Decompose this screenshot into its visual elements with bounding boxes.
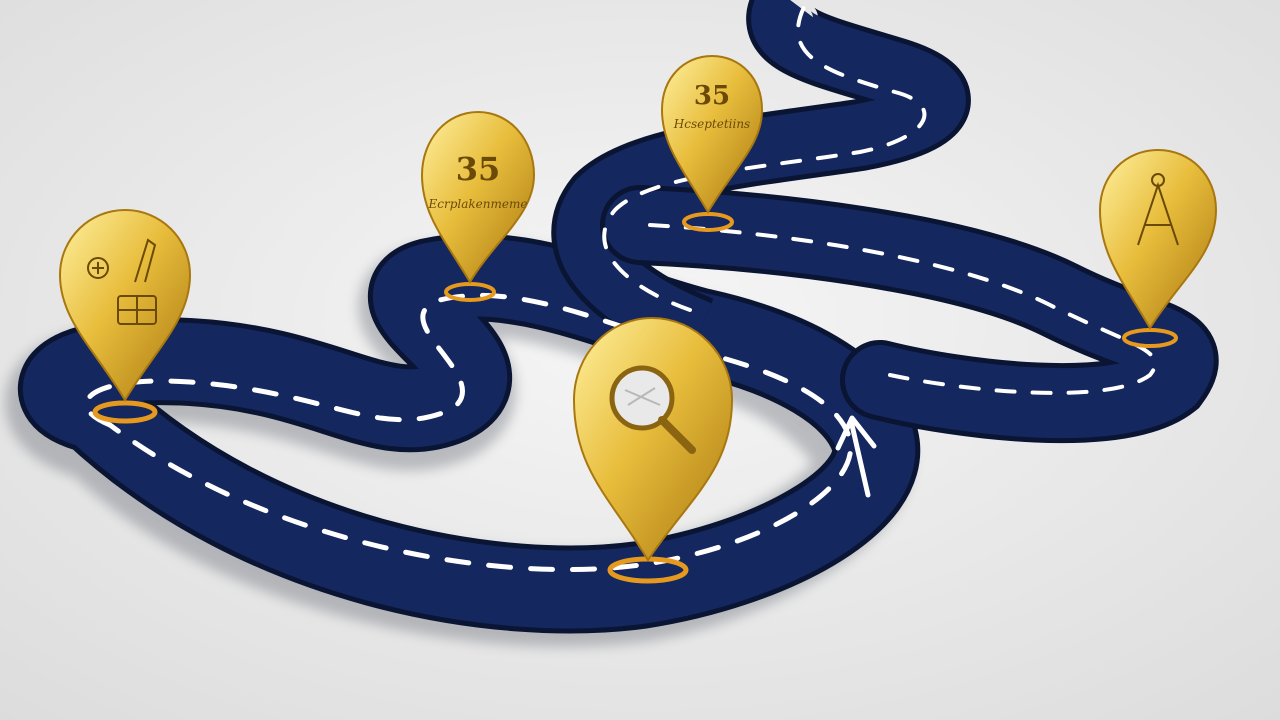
pin-body <box>58 208 192 402</box>
pin-ring <box>92 400 158 424</box>
pin-body <box>572 316 734 562</box>
pin-body <box>420 110 536 284</box>
lane-marking-right <box>648 223 1158 395</box>
pin-2[interactable]: 35 Ecrplakenmeme <box>420 110 536 302</box>
pin-4[interactable] <box>572 316 734 584</box>
pin-ring <box>444 282 496 302</box>
pin-body <box>1098 148 1218 330</box>
pin-ring <box>682 212 734 232</box>
road-upper-surface <box>556 0 966 361</box>
pin-5[interactable] <box>1098 148 1218 348</box>
lane-marking-upper <box>602 3 927 312</box>
winding-road <box>5 0 1219 647</box>
pin-caption: Hcseptetiins <box>673 117 750 131</box>
pin-ring <box>1122 328 1178 348</box>
road-right-surface <box>605 190 1214 439</box>
pin-number: 35 <box>456 150 501 188</box>
magnifier-icon <box>609 365 696 454</box>
arrow-up-icon <box>835 415 877 498</box>
pin-body <box>660 54 764 214</box>
pin-number: 35 <box>694 81 730 111</box>
tools-icon <box>87 238 157 325</box>
pin-caption: Ecrplakenmeme <box>428 197 528 211</box>
pin-3[interactable]: 35 Hcseptetiins <box>660 54 764 232</box>
pin-1[interactable] <box>58 208 192 424</box>
figure-icon <box>1137 173 1179 246</box>
